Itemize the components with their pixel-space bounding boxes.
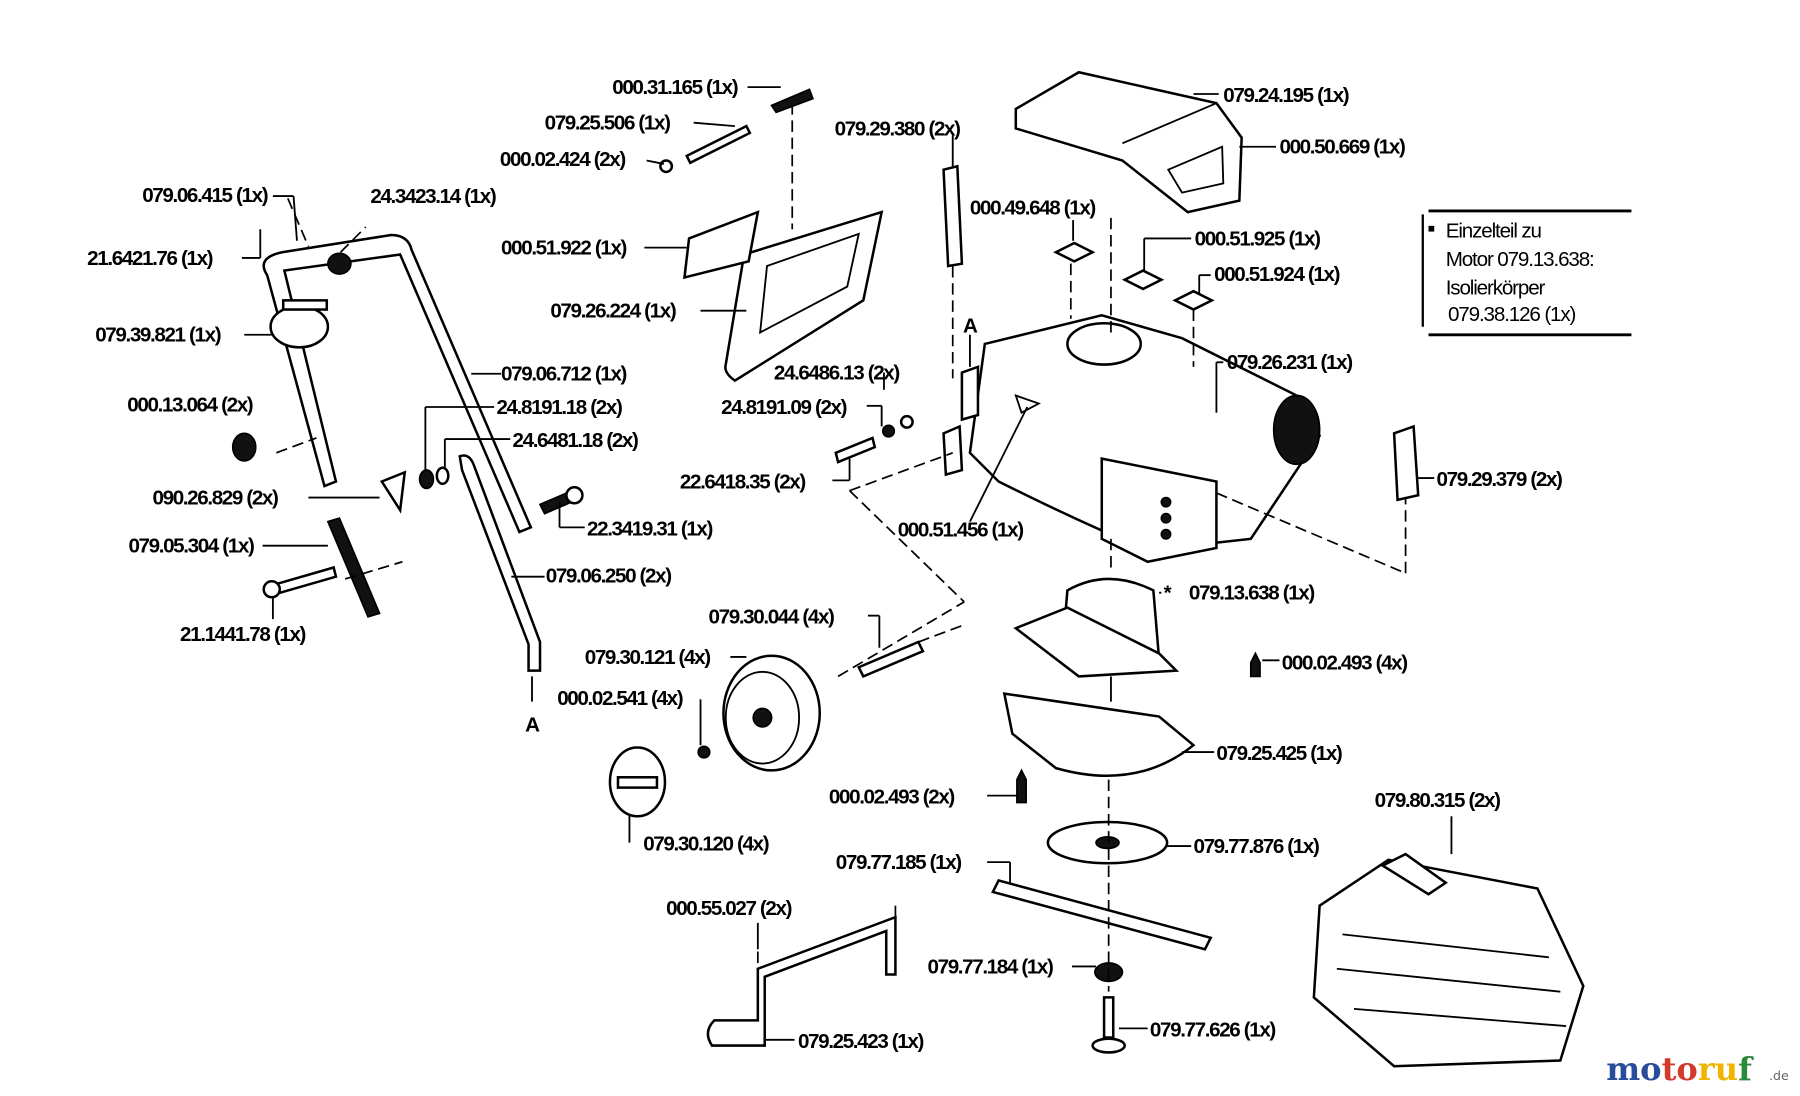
- washer-2: [435, 466, 450, 486]
- label-24.8191.18: 24.8191.18 (2x): [496, 396, 622, 419]
- label-079.29.379: 079.29.379 (2x): [1437, 468, 1563, 491]
- rear-lever: [1392, 424, 1420, 502]
- label-000.49.648: 000.49.648 (1x): [970, 196, 1096, 219]
- label-079.39.821: 079.39.821 (1x): [95, 324, 221, 347]
- note-line-4: 079.38.126 (1x): [1448, 303, 1576, 326]
- label-079.05.304: 079.05.304 (1x): [128, 535, 254, 558]
- label-22.6418.35: 22.6418.35 (2x): [680, 470, 806, 493]
- leader-lines: [241, 86, 1453, 1041]
- note-line-2: Motor 079.13.638:: [1446, 248, 1594, 271]
- label-079.30.121: 079.30.121 (4x): [585, 646, 711, 669]
- bolt-head: [565, 485, 584, 505]
- height-bolt: [834, 436, 877, 464]
- label-000.31.165: 000.31.165 (1x): [612, 76, 738, 99]
- label-000.51.924: 000.51.924 (1x): [1214, 263, 1340, 286]
- label-24.8191.09: 24.8191.09 (2x): [721, 396, 847, 419]
- cable-holder: [269, 304, 330, 349]
- motor-opening: [1066, 322, 1143, 366]
- label-079.26.224: 079.26.224 (1x): [550, 300, 676, 323]
- motor-cover: [1014, 70, 1243, 214]
- label-079.06.250: 079.06.250 (2x): [546, 564, 672, 587]
- label-diamond-3: [1172, 289, 1215, 311]
- clamp-knob: [231, 432, 257, 462]
- label-079.30.044: 079.30.044 (4x): [709, 606, 835, 629]
- label-079.25.506: 079.25.506 (1x): [545, 112, 671, 135]
- label-079.77.184: 079.77.184 (1x): [928, 955, 1054, 978]
- carriage-bolt: [272, 565, 338, 596]
- label-079.06.415: 079.06.415 (1x): [142, 184, 268, 207]
- screw-2: [1016, 768, 1027, 804]
- label-000.02.493-2x: 000.02.493 (2x): [829, 786, 955, 809]
- label-21.6421.76: 21.6421.76 (1x): [87, 247, 213, 270]
- label-079.26.231: 079.26.231 (1x): [1227, 351, 1353, 374]
- washer: [418, 469, 435, 490]
- handle-knob: [327, 252, 352, 275]
- label-079.25.425: 079.25.425 (1x): [1216, 742, 1342, 765]
- switch-lever: [281, 299, 329, 311]
- label-diamond-2: [1121, 269, 1165, 291]
- label-000.02.493-4x: 000.02.493 (4x): [1282, 652, 1408, 675]
- note-line-3: Isolierkörper: [1446, 277, 1546, 300]
- blade-bolt: [1102, 996, 1115, 1039]
- label-000.51.922: 000.51.922 (1x): [501, 237, 627, 260]
- height-lever: [942, 164, 964, 268]
- label-24.6481.18: 24.6481.18 (2x): [513, 429, 639, 452]
- front-wheel: [608, 624, 965, 818]
- marker-a-top: A: [963, 314, 978, 337]
- fan-housing: [1002, 692, 1196, 777]
- motor-blade-stack: [991, 577, 1261, 1054]
- grass-box: [1312, 852, 1585, 1068]
- label-079.25.423: 079.25.423 (1x): [798, 1030, 924, 1053]
- part-number-labels: 000.31.165 (1x) 079.25.506 (1x) 000.02.4…: [87, 76, 1563, 1053]
- motoruf-watermark: motoruf .de: [1606, 1050, 1789, 1088]
- height-adjuster: [942, 424, 964, 477]
- label-079.29.380: 079.29.380 (2x): [835, 117, 961, 140]
- grass-flap: [659, 88, 884, 383]
- label-000.02.424: 000.02.424 (2x): [500, 148, 626, 171]
- label-000.50.669: 000.50.669 (1x): [1279, 136, 1405, 159]
- label-079.77.626: 079.77.626 (1x): [1150, 1018, 1276, 1041]
- label-090.26.829: 090.26.829 (2x): [153, 486, 279, 509]
- label-22.3419.31: 22.3419.31 (1x): [587, 517, 713, 540]
- motor-bracket: [1013, 606, 1180, 678]
- asterisk-marker: *: [1164, 582, 1172, 605]
- label-079.77.876: 079.77.876 (1x): [1193, 835, 1319, 858]
- label-000.51.456: 000.51.456 (1x): [898, 519, 1024, 542]
- label-079.30.120: 079.30.120 (4x): [643, 833, 769, 856]
- label-diamond-1: [1053, 241, 1096, 263]
- lower-handle-bar: [458, 454, 542, 672]
- blade: [991, 878, 1213, 951]
- axle: [856, 640, 925, 679]
- label-21.1441.78: 21.1441.78 (1x): [180, 623, 306, 646]
- lever-spacer: [379, 470, 407, 514]
- label-000.13.064: 000.13.064 (2x): [127, 394, 253, 417]
- label-079.06.712: 079.06.712 (1x): [501, 363, 627, 386]
- mower-housing: [834, 164, 1420, 678]
- screw: [1249, 651, 1261, 678]
- watermark-tld: .de: [1769, 1068, 1789, 1083]
- grass-box-bracket: [706, 905, 897, 1047]
- carriage-bolt-head: [262, 579, 282, 599]
- motor-note-box: Einzelteil zu Motor 079.13.638: Isolierk…: [1421, 209, 1632, 337]
- label-079.24.195: 079.24.195 (1x): [1223, 84, 1349, 107]
- marker-a-bottom: A: [525, 713, 540, 736]
- watermark-brand: motoruf: [1606, 1050, 1754, 1088]
- label-000.55.027: 000.55.027 (2x): [666, 897, 792, 920]
- star-knob: [326, 517, 381, 618]
- rear-wheel: [1272, 394, 1321, 466]
- label-24.3423.14: 24.3423.14 (1x): [370, 185, 496, 208]
- bullet-icon: [1428, 225, 1435, 232]
- note-line-1: Einzelteil zu: [1446, 219, 1542, 242]
- label-000.02.541: 000.02.541 (4x): [557, 687, 683, 710]
- flap-label: [683, 210, 760, 280]
- label-079.13.638: 079.13.638 (1x): [1189, 582, 1315, 605]
- label-079.80.315: 079.80.315 (2x): [1375, 789, 1501, 812]
- handle-assembly: [231, 197, 584, 672]
- label-000.51.925: 000.51.925 (1x): [1195, 227, 1321, 250]
- label-24.6486.13: 24.6486.13 (2x): [774, 361, 900, 384]
- label-079.77.185: 079.77.185 (1x): [836, 851, 962, 874]
